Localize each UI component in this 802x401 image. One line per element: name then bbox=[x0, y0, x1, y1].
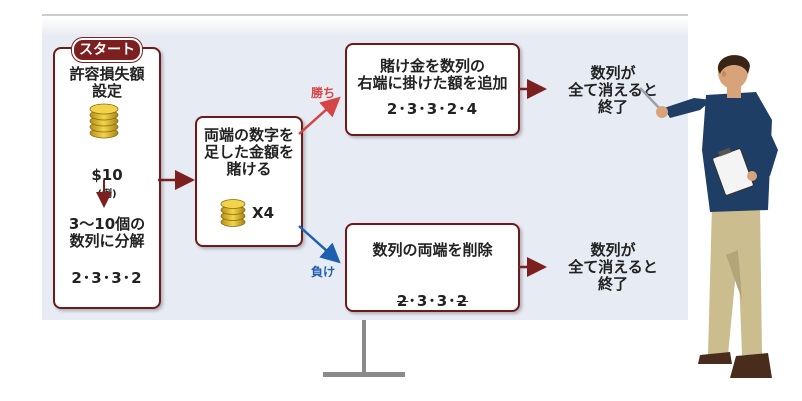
lose-box bbox=[345, 223, 520, 312]
lose-result-text: 数列が 全て消えると 終了 bbox=[568, 241, 658, 293]
lose-arrow bbox=[298, 225, 341, 264]
start-sequence: 2･3･3･2 bbox=[71, 269, 143, 287]
remaining-numbers: ･3･3･ bbox=[408, 292, 457, 310]
whiteboard-top-edge bbox=[42, 14, 688, 36]
bet-instruction: 両端の数字を 足した金額を 賭ける bbox=[203, 126, 294, 178]
whiteboard-stand-base bbox=[323, 372, 405, 377]
removed-left-number: 2 bbox=[396, 292, 409, 310]
win-arrow bbox=[298, 96, 341, 135]
start-box bbox=[53, 47, 161, 309]
bet-multiplier: X4 bbox=[252, 204, 275, 222]
win-result-text: 数列が 全て消えると 終了 bbox=[568, 64, 658, 116]
whiteboard-stand-pole bbox=[362, 320, 366, 372]
lose-instruction: 数列の両端を削除 bbox=[372, 241, 493, 259]
win-instruction: 賭け金を数列の 右端に掛けた額を追加 bbox=[357, 57, 508, 92]
removed-right-number: 2 bbox=[456, 292, 469, 310]
bet-box bbox=[195, 116, 303, 247]
coin-stack-icon bbox=[89, 103, 119, 139]
win-sequence: 2･3･3･2･4 bbox=[386, 100, 479, 118]
win-label: 勝ち bbox=[311, 86, 336, 100]
bet-coin-stack-icon bbox=[220, 199, 246, 227]
start-badge: スタート bbox=[72, 38, 142, 62]
start-amount-value: $10 bbox=[91, 166, 123, 184]
lose-label: 負け bbox=[311, 265, 336, 279]
loss-limit-title: 許容損失額 設定 bbox=[69, 65, 145, 100]
lose-sequence: 2･3･3･2 bbox=[347, 276, 518, 310]
split-sequence-text: 3〜10個の 数列に分解 bbox=[68, 215, 146, 250]
presenter-figure bbox=[639, 55, 778, 378]
